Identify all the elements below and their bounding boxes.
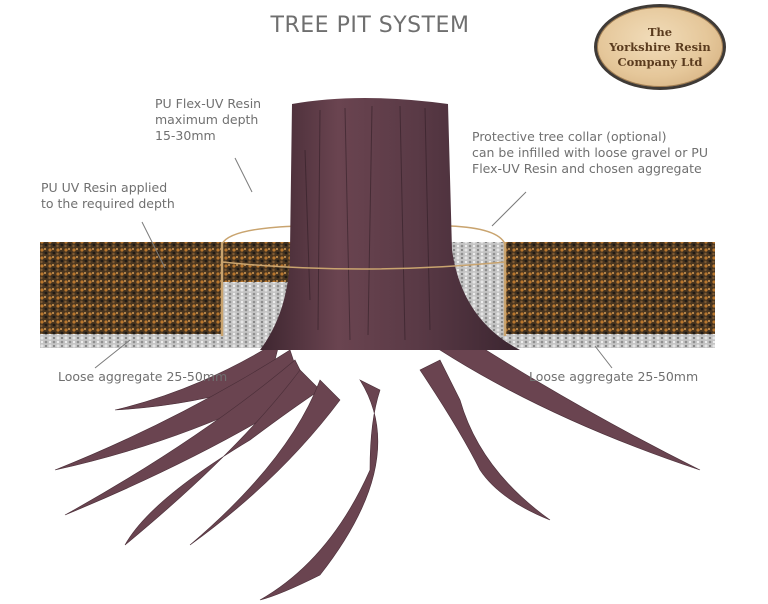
company-logo: The Yorkshire Resin Company Ltd: [594, 4, 726, 90]
tree-roots: [54, 339, 701, 601]
leader-lines: [94, 157, 613, 369]
resin-layer-left: [40, 242, 223, 334]
aggregate-layer-right: [450, 334, 715, 348]
logo-line-1: The: [647, 24, 673, 39]
resin-layer-right: [505, 242, 715, 334]
label-aggregate-left: Loose aggregate 25-50mm: [58, 369, 228, 384]
logo-line-2: Yorkshire Resin: [609, 39, 711, 54]
label-flex-uv-resin: PU Flex-UV Resin maximum depth 15-30mm: [155, 96, 262, 143]
diagram-title: TREE PIT SYSTEM: [270, 13, 470, 38]
label-uv-resin: PU UV Resin applied to the required dept…: [41, 180, 175, 211]
logo-line-3: Company Ltd: [617, 54, 703, 69]
tree-trunk: [260, 98, 520, 350]
label-tree-collar: Protective tree collar (optional) can be…: [472, 129, 708, 176]
collar-ring: [221, 261, 506, 270]
label-aggregate-right: Loose aggregate 25-50mm: [529, 369, 699, 384]
